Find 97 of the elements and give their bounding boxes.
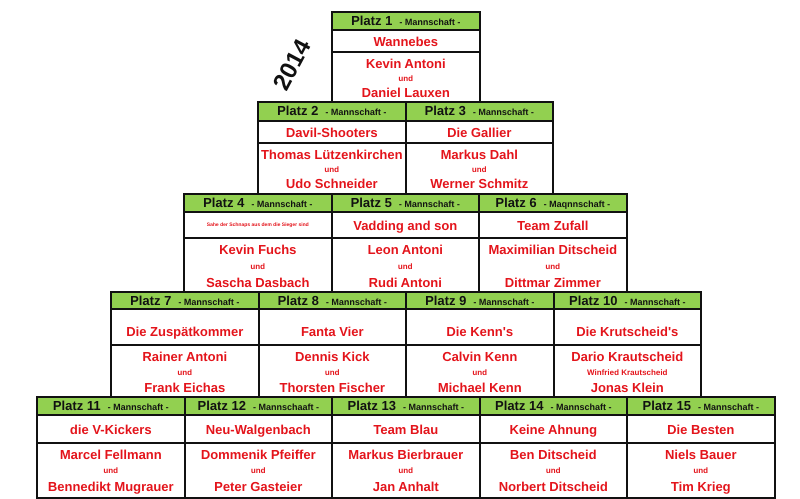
player-name: Thomas Lützenkirchen	[260, 147, 403, 163]
team-cell	[331, 29, 480, 53]
player-name: Udo Schneider	[286, 176, 378, 192]
rank-label: Platz 10	[569, 293, 618, 308]
members-cell	[36, 442, 186, 499]
player-name: Frank Eichas	[144, 380, 226, 396]
team-caption: - Mannschaft -	[472, 107, 534, 117]
conjunction-text: und	[398, 262, 413, 272]
rank-label: Platz 6	[495, 195, 537, 210]
rank-label: Platz 12	[198, 398, 246, 413]
conjunction-text: und	[398, 466, 414, 476]
rank-label: Platz 7	[130, 293, 172, 308]
team-caption: - Mannschaft -	[325, 107, 386, 117]
team-caption: - Mannschaft -	[402, 402, 464, 412]
conjunction-text: und	[472, 368, 488, 378]
team-caption: - Maqnnschaft -	[544, 199, 610, 209]
conjunction-text: und	[472, 164, 487, 174]
player-name: Leon Antoni	[368, 242, 443, 258]
team-name: Die Kenn's	[446, 324, 514, 339]
team-caption: - Mannschaft -	[698, 402, 759, 412]
conjunction-text: und	[250, 262, 266, 272]
rank-header-cell	[626, 396, 776, 416]
rank-header-cell	[404, 101, 554, 122]
player-name: Rudi Antoni	[368, 275, 442, 291]
player-name: Markus Dahl	[440, 147, 518, 163]
team-name: die V-Kickers	[70, 422, 152, 436]
team-caption: - Mannschaft -	[326, 297, 387, 307]
team-caption: - Mannschaft -	[251, 199, 312, 209]
player-name: Markus Bierbrauer	[348, 447, 464, 463]
player-name: Dittmar Zimmer	[504, 275, 601, 291]
player-name: Jan Anhalt	[372, 479, 439, 495]
player-name: Calvin Kenn	[442, 349, 518, 365]
player-name: Marcel Fellmann	[60, 447, 162, 463]
team-caption: - Mannschaft -	[550, 402, 612, 412]
team-name: Fanta Vier	[300, 324, 364, 339]
team-name: Die Krutscheid's	[576, 324, 678, 339]
rank-label: Platz 4	[203, 195, 244, 210]
conjunction-text: Winfried Krautscheid	[587, 368, 668, 378]
team-caption: - Mannschaft -	[399, 17, 460, 27]
player-name: Tim Krieg	[670, 479, 731, 495]
team-name: Keine Ahnung	[509, 422, 598, 436]
rank-label: Platz 15	[642, 398, 691, 413]
team-caption: - Mannschaaft -	[252, 402, 319, 412]
team-caption: - Mannschaft -	[624, 297, 686, 307]
team-name: Die Zuspätkommer	[126, 324, 244, 339]
team-name: Davil-Shooters	[286, 124, 378, 140]
rank-label: Platz 14	[495, 398, 544, 413]
player-name: Norbert Ditscheid	[498, 479, 608, 495]
rank-label: Platz 13	[348, 398, 396, 413]
conjunction-text: und	[177, 368, 192, 378]
player-name: Michael Kenn	[438, 380, 522, 396]
player-name: Dario Krautscheid	[571, 349, 684, 365]
rank-label: Platz 11	[52, 398, 101, 413]
rank-header-cell	[331, 11, 480, 31]
player-name: Ben Ditscheid	[510, 447, 597, 463]
conjunction-text: und	[398, 74, 414, 84]
player-name: Dennis Kick	[295, 349, 370, 365]
rank-label: Platz 3	[424, 103, 466, 118]
conjunction-text: und	[324, 164, 340, 174]
team-caption: - Mannschaft -	[178, 297, 240, 307]
player-name: Kevin Antoni	[366, 56, 446, 72]
conjunction-text: und	[324, 368, 340, 378]
player-name: Werner Schmitz	[430, 176, 528, 192]
members-cell	[626, 442, 776, 499]
conjunction-text: und	[545, 262, 560, 272]
year-title: 2014	[268, 35, 317, 95]
player-name: Bennedikt Mugrauer	[48, 479, 174, 495]
player-name: Daniel Lauxen	[362, 85, 450, 101]
rank-label: Platz 8	[278, 293, 319, 308]
rank-label: Platz 2	[277, 103, 318, 118]
rank-header-cell	[478, 193, 628, 213]
team-caption: - Mannschaft -	[473, 297, 534, 307]
team-name: Neu-Walgenbach	[206, 422, 311, 436]
team-name: Team Blau	[373, 422, 438, 436]
rank-label: Platz 5	[350, 195, 392, 210]
player-name: Peter Gasteier	[214, 479, 302, 495]
team-caption: - Mannschaft -	[398, 199, 460, 209]
player-name: Jonas Klein	[590, 380, 664, 396]
team-name: Die Gallier	[447, 124, 512, 140]
player-name: Maximilian Ditscheid	[488, 242, 618, 258]
player-name: Thorsten Fischer	[280, 380, 385, 396]
rank-label: Platz 1	[351, 13, 392, 28]
team-caption: - Mannschaft -	[108, 402, 169, 412]
player-name: Kevin Fuchs	[219, 242, 296, 258]
team-name: Wannebes	[373, 34, 438, 48]
team-name: Vadding and son	[353, 218, 458, 232]
player-name: Sascha Dasbach	[206, 275, 310, 291]
rank-label: Platz 9	[425, 293, 466, 308]
player-name: Dommenik Pfeiffer	[200, 447, 316, 463]
conjunction-text: und	[693, 466, 708, 476]
team-name: Die Besten	[667, 422, 734, 436]
conjunction-text: und	[103, 466, 118, 476]
player-name: Niels Bauer	[664, 447, 737, 463]
conjunction-text: und	[250, 466, 266, 476]
team-name: Team Zufall	[517, 218, 588, 232]
conjunction-text: und	[546, 466, 561, 476]
player-name: Rainer Antoni	[142, 349, 228, 365]
